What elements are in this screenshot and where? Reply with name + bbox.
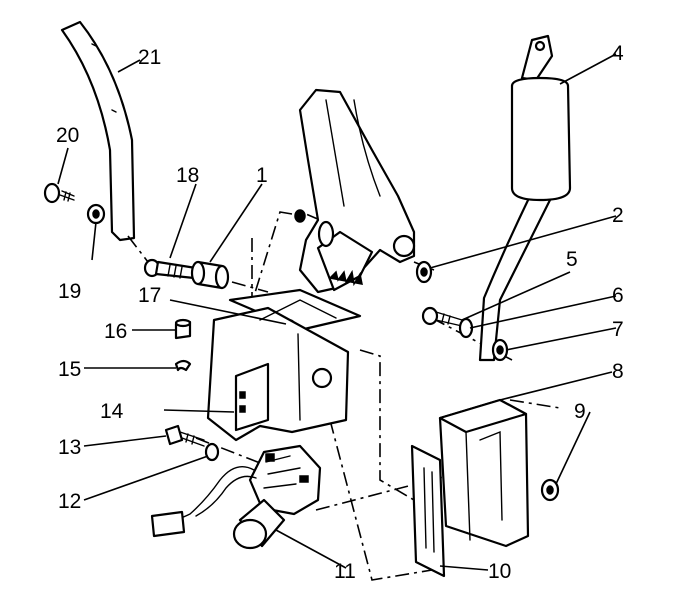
- part-16-screw: [174, 318, 192, 340]
- leader-lines: [57, 53, 617, 571]
- callout-6: 6: [612, 284, 624, 307]
- part-10-plate: [410, 444, 446, 578]
- part-1-bushing: [190, 260, 230, 290]
- callout-12: 12: [58, 490, 81, 513]
- part-2-nut: [415, 260, 433, 284]
- part-5-bolt: [421, 306, 463, 327]
- callout-19: 19: [58, 280, 81, 303]
- part-15-clip: [174, 359, 192, 372]
- callout-15: 15: [58, 358, 81, 381]
- part-20-screw: [43, 182, 75, 204]
- part-4-brake-pedal: [478, 34, 572, 362]
- callout-5: 5: [566, 248, 578, 271]
- part-19-washer: [86, 203, 106, 225]
- callout-13: 13: [58, 436, 81, 459]
- callout-11: 11: [334, 560, 356, 583]
- callout-14: 14: [100, 400, 124, 423]
- callout-18: 18: [176, 164, 199, 187]
- part-14-switch-bracket: [206, 299, 350, 442]
- part-18-bolt: [143, 258, 198, 280]
- callout-labels: 21 20 19 18 1 4 2 5 6 7 8 9 10 11 12 13 …: [56, 42, 624, 583]
- part-21-curved-bracket: [60, 20, 136, 242]
- callout-9: 9: [574, 400, 586, 423]
- callout-8: 8: [612, 360, 624, 383]
- part-8-bracket-box: [438, 398, 530, 548]
- callout-21: 21: [138, 46, 161, 69]
- part-12-washer: [204, 442, 220, 462]
- part-11-switch: [150, 444, 322, 550]
- part-9-nut: [540, 478, 560, 502]
- pedal-bracket-assembly: [294, 88, 416, 294]
- callout-17: 17: [138, 284, 161, 307]
- callout-7: 7: [612, 318, 624, 341]
- callout-20: 20: [56, 124, 79, 147]
- callout-1: 1: [256, 164, 268, 187]
- part-7-nut: [491, 338, 509, 362]
- callout-16: 16: [104, 320, 127, 343]
- part-13-bolt: [164, 424, 205, 447]
- callout-10: 10: [488, 560, 511, 583]
- callout-2: 2: [612, 204, 624, 227]
- callout-4: 4: [612, 42, 624, 65]
